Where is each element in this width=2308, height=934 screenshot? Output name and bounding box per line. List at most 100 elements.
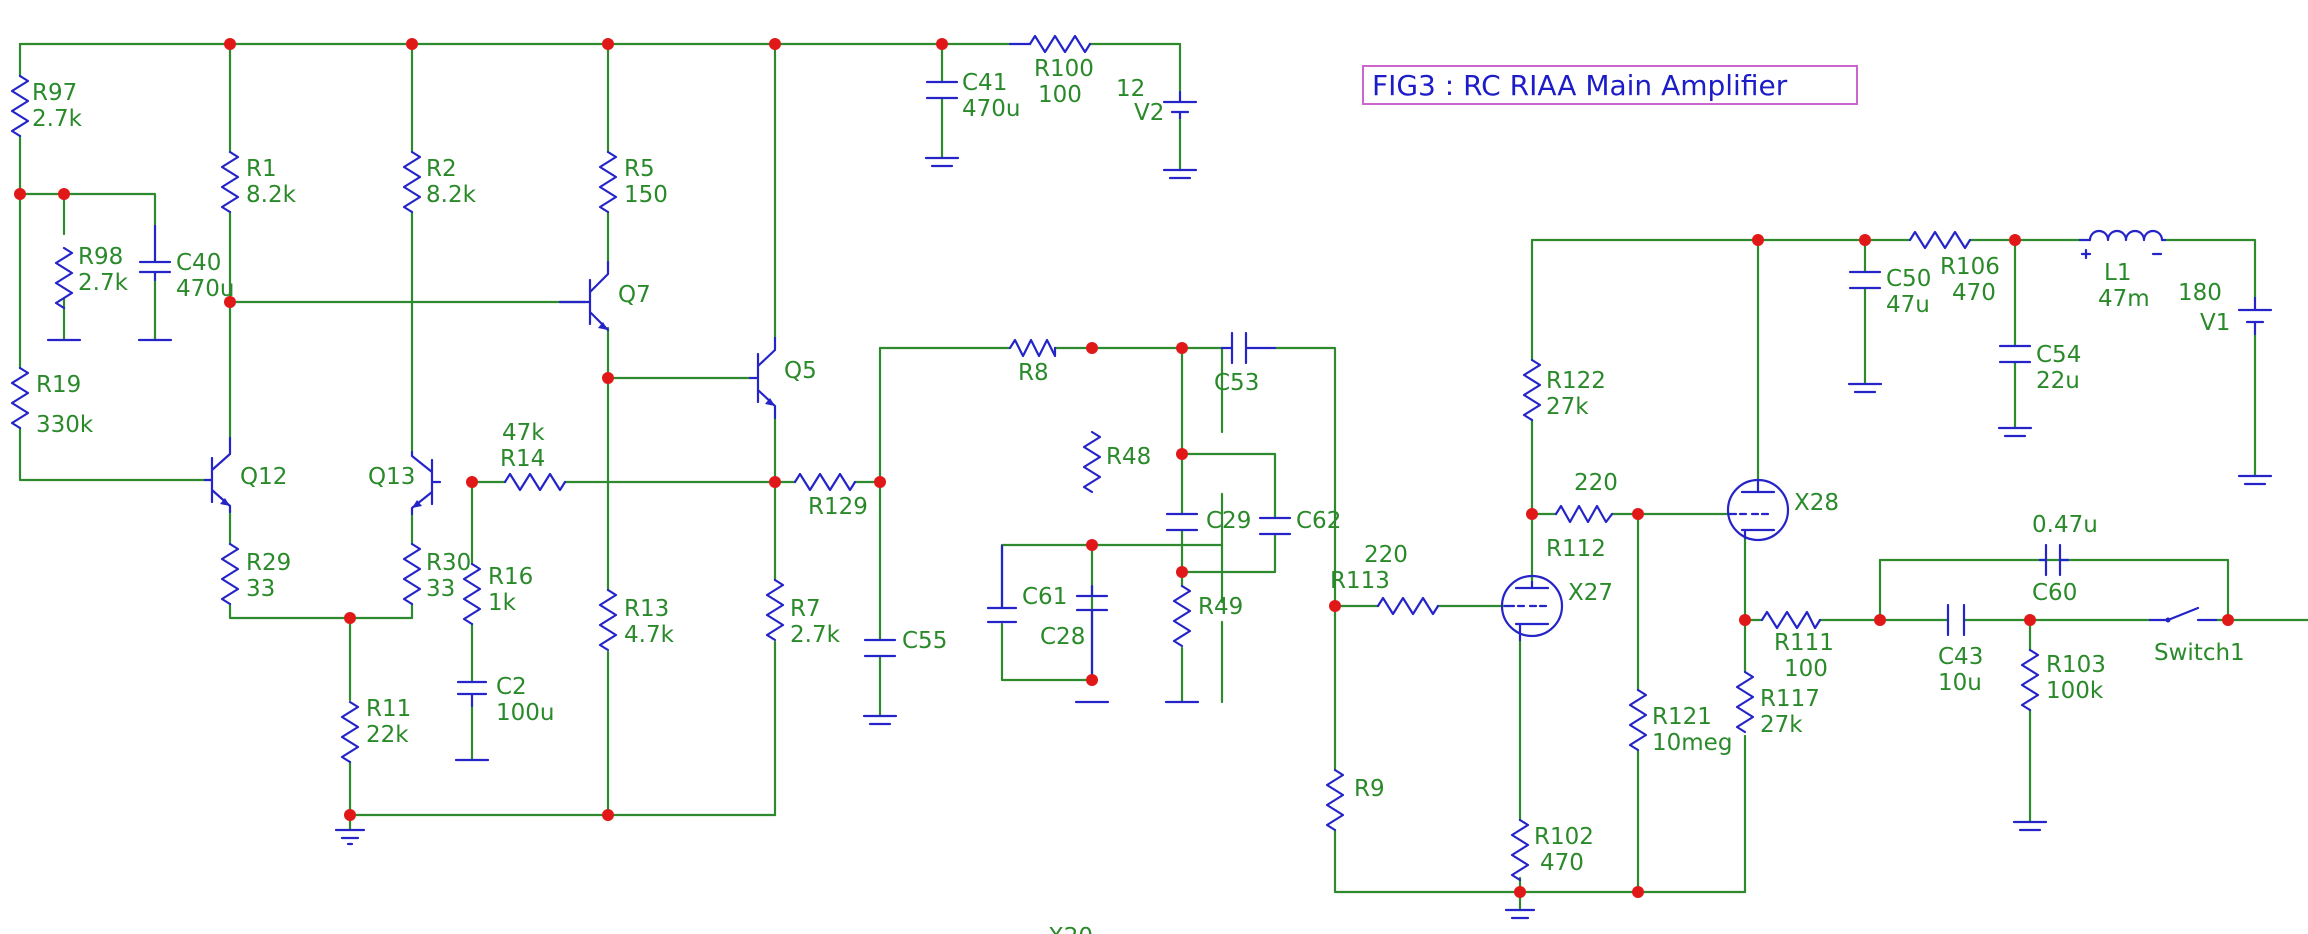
r8-resistor (1008, 338, 1057, 358)
diagram-title: FIG3 : RC RIAA Main Amplifier (1372, 69, 1788, 102)
r11-name: R11 (366, 696, 411, 722)
r122-name: R122 (1546, 368, 1606, 394)
r100-value: 100 (1038, 82, 1082, 108)
r112-resistor (1554, 504, 1614, 524)
r2-resistor (402, 150, 422, 214)
c50-name: C50 (1886, 266, 1931, 292)
c54-value: 22u (2036, 368, 2080, 394)
v1-battery (2237, 296, 2273, 336)
component-labels: R97 2.7k R98 2.7k C40 470u R19 330k R1 8… (32, 56, 2245, 934)
q5-transistor (748, 336, 777, 420)
r102-resistor (1510, 818, 1530, 882)
q7-transistor (558, 260, 610, 332)
r14-name: R14 (500, 446, 545, 472)
r106-value: 470 (1952, 280, 1996, 306)
c61-label: C61 (1022, 584, 1067, 610)
ground-c50 (1847, 382, 1883, 394)
c29-capacitor (1165, 512, 1199, 532)
r121-resistor (1628, 688, 1648, 752)
r11-value: 22k (366, 722, 409, 748)
ground-v2 (1162, 168, 1198, 180)
v1-name: V1 (2200, 310, 2230, 336)
r100-name: R100 (1034, 56, 1094, 82)
c41-capacitor (925, 80, 959, 100)
r113-resistor (1376, 596, 1440, 616)
r103-name: R103 (2046, 652, 2106, 678)
cut-off-label: X20 (1048, 924, 1093, 934)
r19-name: R19 (36, 372, 81, 398)
r5-resistor (598, 150, 618, 214)
q13-label: Q13 (368, 464, 415, 490)
l1-value: 47m (2098, 286, 2150, 312)
r7-value: 2.7k (790, 622, 841, 648)
ground-x27 (1504, 908, 1536, 920)
c29-label: C29 (1206, 508, 1251, 534)
r98-name: R98 (78, 244, 123, 270)
c43-value: 10u (1938, 670, 1982, 696)
r98-resistor (54, 246, 74, 310)
r122-resistor (1522, 358, 1542, 422)
r29-value: 33 (246, 576, 275, 602)
r16-name: R16 (488, 564, 533, 590)
c40-value: 470u (176, 276, 234, 302)
v2-battery (1162, 90, 1198, 120)
r49-label: R49 (1198, 594, 1243, 620)
ground-c55 (862, 714, 898, 726)
r121-value: 10meg (1652, 730, 1732, 756)
r14-resistor (503, 472, 567, 492)
r11-resistor (340, 700, 360, 764)
ground-v1 (2237, 474, 2273, 486)
c55-capacitor (863, 638, 897, 658)
q12-transistor (203, 436, 232, 514)
r30-resistor (402, 542, 422, 606)
r29-resistor (220, 542, 240, 606)
c40-name: C40 (176, 250, 221, 276)
r19-resistor (10, 366, 30, 430)
c61-capacitor (986, 544, 1018, 624)
c50-capacitor (1848, 270, 1882, 290)
r100-resistor (1028, 34, 1092, 54)
r97-name: R97 (32, 80, 77, 106)
r49-resistor (1172, 584, 1192, 648)
r16-value: 1k (488, 590, 517, 616)
c41-name: C41 (962, 70, 1007, 96)
r117-name: R117 (1760, 686, 1820, 712)
title-box (1362, 65, 1858, 105)
c28-capacitor (1075, 584, 1109, 682)
r13-resistor (598, 588, 618, 652)
r121-name: R121 (1652, 704, 1712, 730)
c43-name: C43 (1938, 644, 1983, 670)
r103-resistor (2020, 648, 2040, 712)
r103-value: 100k (2046, 678, 2104, 704)
junction-nodes (14, 38, 2234, 898)
q12-label: Q12 (240, 464, 287, 490)
r102-value: 470 (1540, 850, 1584, 876)
switch1-label: Switch1 (2154, 640, 2245, 666)
q7-label: Q7 (618, 282, 651, 308)
r30-name: R30 (426, 550, 471, 576)
r117-resistor (1735, 670, 1755, 734)
c40-capacitor (138, 224, 172, 282)
r13-value: 4.7k (624, 622, 675, 648)
r129-label: R129 (808, 494, 868, 520)
r111-resistor (1760, 610, 1822, 630)
r106-name: R106 (1940, 254, 2000, 280)
r106-resistor (1908, 230, 1972, 250)
r2-name: R2 (426, 156, 457, 182)
ground-main (334, 828, 366, 846)
r48-label: R48 (1106, 444, 1151, 470)
r97-value: 2.7k (32, 106, 83, 132)
r111-value: 100 (1784, 656, 1828, 682)
r48-resistor (1082, 430, 1102, 494)
r1-value: 8.2k (246, 182, 297, 208)
r29-name: R29 (246, 550, 291, 576)
q13-transistor (410, 450, 442, 516)
c2-value: 100u (496, 700, 554, 726)
r7-name: R7 (790, 596, 821, 622)
r1-name: R1 (246, 156, 277, 182)
r5-name: R5 (624, 156, 655, 182)
r8-label: R8 (1018, 360, 1049, 386)
c41-value: 470u (962, 96, 1020, 122)
ground-r103 (2012, 820, 2048, 832)
